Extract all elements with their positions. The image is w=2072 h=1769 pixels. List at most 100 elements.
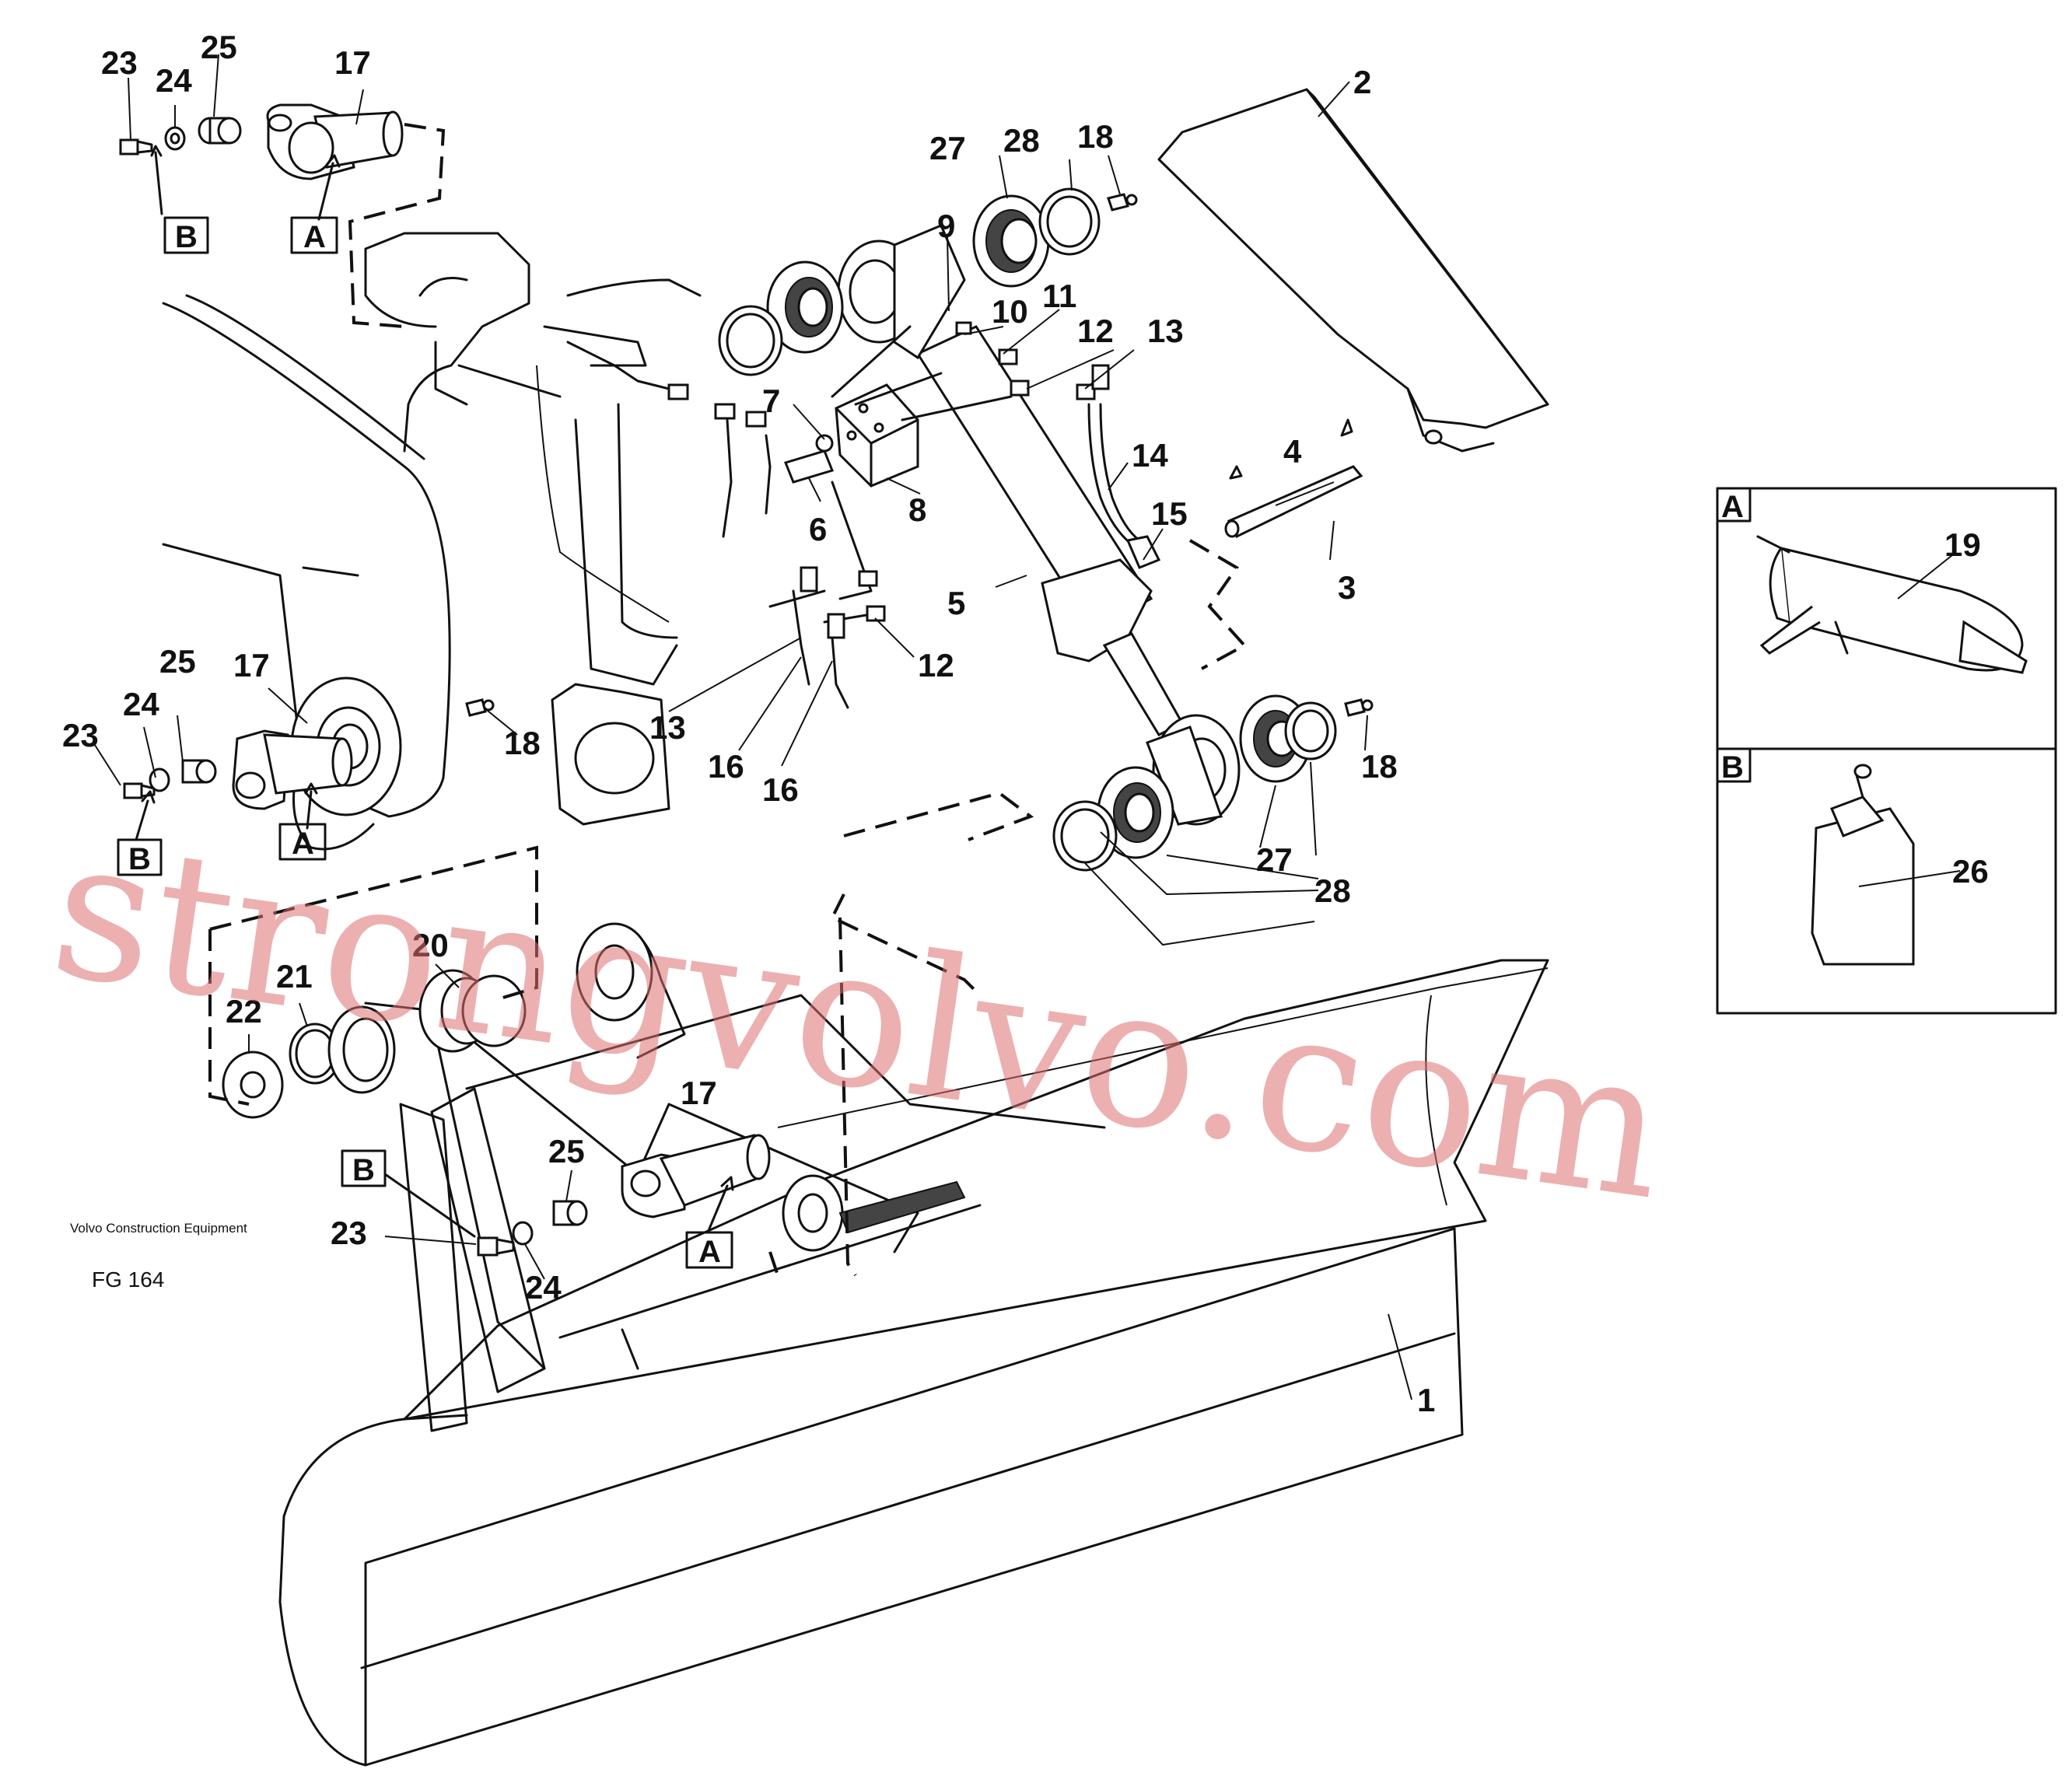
callout-27a: 27 — [929, 130, 966, 166]
ref-arrows — [135, 145, 734, 1238]
bracket-6 — [783, 434, 835, 484]
grease-nipple-18-lower — [1344, 698, 1374, 717]
ring-28-upper — [1038, 187, 1101, 256]
callouts: 1 2 3 4 5 6 7 8 9 10 11 12 13 14 15 12 1… — [62, 29, 1989, 1418]
bearing-ring-left — [327, 1005, 396, 1094]
callout-6: 6 — [809, 511, 827, 547]
callout-25c: 25 — [548, 1133, 585, 1169]
callout-17a: 17 — [334, 44, 371, 81]
callout-25a: 25 — [201, 29, 237, 65]
callout-16a: 16 — [708, 748, 744, 785]
bolt-23-upper — [119, 138, 153, 156]
svg-text:B: B — [352, 1153, 375, 1187]
svg-text:B: B — [175, 220, 198, 254]
callout-21: 21 — [276, 958, 313, 995]
pin-17-lower — [621, 1134, 771, 1218]
callout-16b: 16 — [762, 771, 799, 808]
snap-ring-21 — [289, 1023, 341, 1085]
bolt-23-lower — [477, 1236, 515, 1257]
dashed-assembly-lines — [208, 123, 1248, 1277]
ring-28-lower — [1284, 701, 1337, 760]
callout-26: 26 — [1952, 853, 1989, 890]
callout-22: 22 — [226, 993, 262, 1030]
fittings — [667, 321, 1110, 639]
svg-text:A: A — [303, 220, 326, 254]
callout-18c: 18 — [1361, 748, 1398, 785]
cover-plate-2 — [1157, 88, 1549, 453]
callout-4: 4 — [1283, 433, 1302, 470]
callout-17c: 17 — [681, 1075, 717, 1111]
ring-upper-left — [718, 305, 783, 376]
callout-24a: 24 — [156, 62, 192, 99]
ref-box-b-2: B — [117, 838, 163, 876]
callout-23b: 23 — [62, 717, 99, 753]
ref-box-b-3: B — [341, 1149, 387, 1187]
callout-27b: 27 — [1256, 841, 1293, 878]
legend-label-a: A — [1721, 490, 1744, 524]
callout-5: 5 — [947, 585, 965, 621]
callout-11: 11 — [1042, 278, 1076, 314]
callout-14: 14 — [1132, 437, 1168, 474]
svg-text:A: A — [292, 827, 314, 861]
grease-nipple-18-upper — [1107, 193, 1138, 212]
callout-12a: 12 — [1077, 313, 1114, 349]
callout-12b: 12 — [918, 647, 954, 683]
svg-text:B: B — [128, 842, 151, 876]
callout-18b: 18 — [504, 725, 541, 761]
callout-3: 3 — [1338, 569, 1356, 606]
hoses-main — [566, 325, 1013, 709]
bearing-27-upper — [972, 194, 1050, 288]
leader-lines — [93, 54, 1961, 1400]
figure-code: FG 164 — [92, 1267, 164, 1292]
legend-panel: A B — [1716, 487, 2057, 1015]
oil-bottle-icon — [1811, 764, 1915, 966]
valve-block-8 — [835, 383, 919, 488]
hydraulic-cylinder-5 — [837, 224, 1241, 826]
callout-9: 9 — [937, 208, 955, 244]
watermark: strongvolvo.com — [40, 793, 1678, 1243]
pin-17-upper — [266, 103, 404, 180]
svg-text:A: A — [698, 1235, 721, 1269]
dozer-blade — [278, 959, 1549, 1767]
callout-23a: 23 — [101, 44, 138, 81]
bushing-20 — [418, 969, 527, 1053]
washer-24-mid — [149, 767, 170, 792]
callout-24c: 24 — [525, 1269, 562, 1306]
grease-nipple-18-mid — [465, 698, 495, 717]
ref-box-a-3: A — [685, 1231, 733, 1269]
callout-19: 19 — [1944, 526, 1981, 563]
ref-box-b-1: B — [163, 216, 209, 254]
washer-24-upper — [164, 126, 186, 151]
callout-24b: 24 — [123, 686, 159, 722]
undercarriage-frame — [162, 232, 702, 851]
washer-22 — [222, 1051, 284, 1119]
pin-3 — [1224, 465, 1363, 538]
callout-2: 2 — [1353, 64, 1371, 100]
bearing-upper-left — [766, 260, 844, 354]
washer-24-lower — [512, 1221, 534, 1246]
pin-17-mid — [232, 729, 353, 810]
callout-25b: 25 — [159, 643, 196, 680]
callout-20: 20 — [412, 927, 449, 963]
bolt-23-mid — [123, 782, 156, 799]
callout-8: 8 — [908, 491, 926, 528]
legend-label-b: B — [1721, 750, 1744, 785]
ref-box-a-1: A — [290, 216, 338, 254]
spacer-25-mid — [181, 759, 217, 784]
callout-13b: 13 — [649, 709, 686, 746]
publisher-block: Volvo Construction Equipment FG 164 — [70, 1221, 247, 1292]
callout-1: 1 — [1417, 1382, 1435, 1418]
callout-13a: 13 — [1147, 313, 1184, 349]
callout-28a: 28 — [1003, 122, 1040, 159]
callout-15: 15 — [1151, 495, 1188, 532]
spacer-25-lower — [552, 1200, 588, 1226]
ring-lower-left — [1052, 800, 1118, 872]
callout-17b: 17 — [233, 647, 270, 683]
spacer-25-upper — [198, 117, 242, 145]
callout-23c: 23 — [331, 1215, 367, 1251]
callout-7: 7 — [762, 383, 780, 419]
ref-box-a-2: A — [278, 823, 327, 861]
grease-gun-icon — [1756, 535, 2028, 674]
cotter-pin-4 — [1229, 418, 1353, 480]
